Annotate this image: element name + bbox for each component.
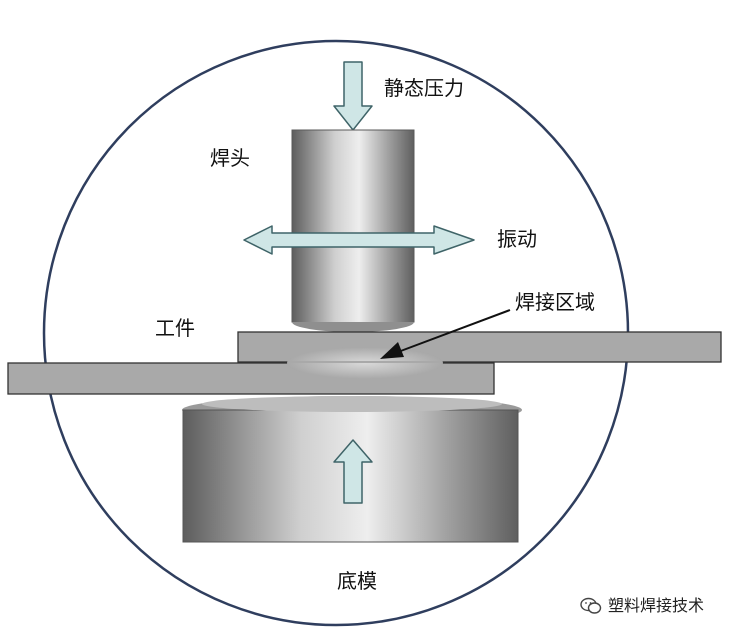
anvil-force-arrow <box>333 439 373 504</box>
weld-zone-pointer-head <box>380 342 404 359</box>
workpiece-label: 工件 <box>155 316 195 340</box>
vibration-label: 振动 <box>497 227 537 251</box>
static-pressure-arrow <box>333 61 373 131</box>
watermark-text: 塑料焊接技术 <box>608 596 705 615</box>
weld-zone-pointer-line <box>397 309 511 353</box>
horn-label: 焊头 <box>210 146 250 170</box>
weld-zone-label: 焊接区域 <box>515 290 595 314</box>
wechat-icon <box>580 597 602 614</box>
watermark: 塑料焊接技术 <box>580 597 704 615</box>
workpiece <box>7 331 722 395</box>
vibration-arrow <box>243 225 475 255</box>
static-pressure-label: 静态压力 <box>384 76 464 100</box>
anvil-label: 底模 <box>337 569 377 593</box>
horn <box>291 129 415 332</box>
